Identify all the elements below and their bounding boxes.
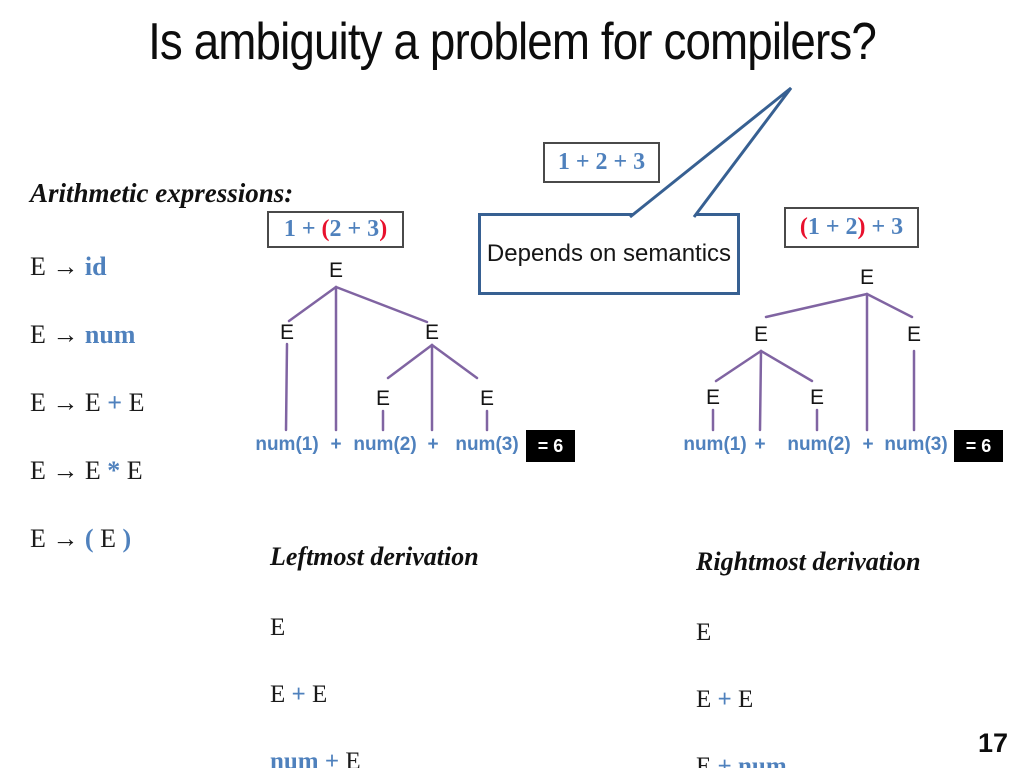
left-tree-node: E [375,387,391,410]
grammar-rule: E → E + E [30,388,145,417]
right-tree-node: E [906,323,922,346]
expression-box-left-tree: 1 + (2 + 3) [267,211,404,248]
right-tree-node: E [705,386,721,409]
grammar-rule: E → ( E ) [30,524,132,553]
callout-depends-on-semantics: Depends on semantics [478,213,740,295]
derivation-line: E + E [270,681,328,708]
right-tree-node: E [809,386,825,409]
derivation-line: E + num [696,753,787,768]
right-tree-leaf: + [862,434,874,455]
derivation-line: E + E [696,686,754,713]
grammar-rule: E → E * E [30,456,143,485]
left-tree-node: E [279,321,295,344]
derivation-line: num + E [270,748,361,768]
left-tree-leaf: + [427,434,439,455]
right-tree-leaf: num(2) [787,434,851,455]
left-tree-node-root: E [328,259,344,282]
grammar-heading: Arithmetic expressions: [30,178,294,208]
right-tree-node-root: E [859,266,875,289]
left-tree-leaf: num(2) [353,434,417,455]
rightmost-derivation-heading: Rightmost derivation [696,547,921,576]
leftmost-derivation-heading: Leftmost derivation [270,542,479,571]
left-tree-leaf: + [330,434,342,455]
grammar-block: Arithmetic expressions: E → id E → num E… [30,142,293,591]
expression-box-right-tree: (1 + 2) + 3 [784,207,919,248]
grammar-rule: E → id [30,252,107,281]
right-tree-node: E [753,323,769,346]
leftmost-derivation-block: Leftmost derivation E E + E num + E num … [270,506,479,768]
callout-text: Depends on semantics [486,240,732,267]
derivation-line: E [270,614,286,641]
page-number: 17 [977,728,1008,758]
rightmost-derivation-block: Rightmost derivation E E + E E + num E +… [696,511,921,768]
left-tree-result-badge: = 6 [526,430,575,462]
left-tree-leaf: num(1) [255,434,319,455]
right-tree-leaf: + [754,434,766,455]
right-tree-leaf: num(3) [884,434,948,455]
right-tree-leaf: num(1) [683,434,747,455]
slide-title: Is ambiguity a problem for compilers? [148,13,877,71]
derivation-line: E [696,619,712,646]
grammar-rule: E → num [30,320,136,349]
left-tree-node: E [479,387,495,410]
left-tree-node: E [424,321,440,344]
expression-box-top: 1 + 2 + 3 [543,142,660,183]
right-tree-result-badge: = 6 [954,430,1003,462]
left-tree-leaf: num(3) [455,434,519,455]
